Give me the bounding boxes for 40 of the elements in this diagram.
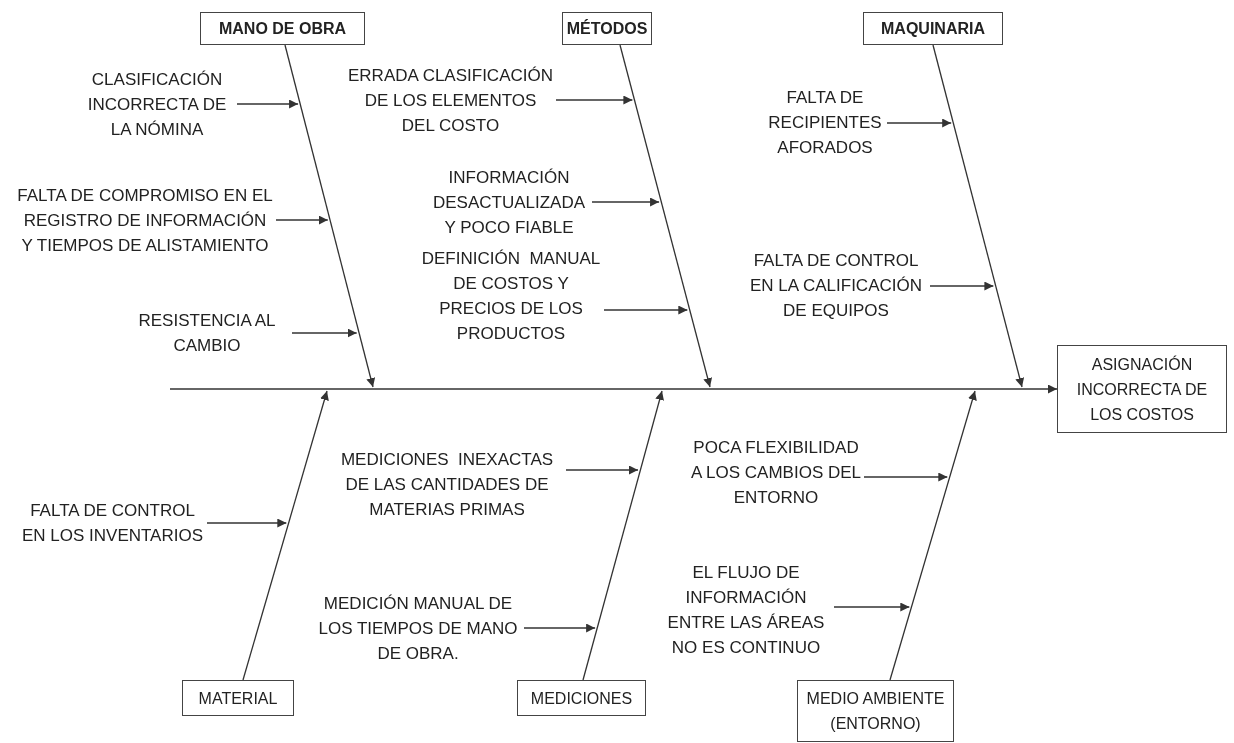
- arrow: [523, 623, 596, 633]
- arrow: [206, 518, 287, 528]
- arrow: [833, 602, 910, 612]
- category-box: MAQUINARIA: [863, 12, 1003, 45]
- arrow: [886, 118, 952, 128]
- cause-label: CLASIFICACIÓN INCORRECTA DE LA NÓMINA: [79, 67, 235, 142]
- arrow: [565, 465, 639, 475]
- cause-label: INFORMACIÓN DESACTUALIZADA Y POCO FIABLE: [428, 165, 590, 240]
- cause-label: MEDICIONES INEXACTAS DE LAS CANTIDADES DE MATERIAS PRIMAS: [330, 447, 564, 522]
- cause-label: RESISTENCIA AL CAMBIO: [124, 308, 290, 358]
- arrow: [242, 390, 329, 681]
- arrow: [619, 44, 713, 388]
- cause-label: FALTA DE CONTROL EN LA CALIFICACIÓN DE EQUIPOS: [744, 248, 928, 323]
- category-box: MANO DE OBRA: [200, 12, 365, 45]
- arrow: [582, 390, 664, 681]
- category-box: MEDICIONES: [517, 680, 646, 716]
- arrow: [603, 305, 688, 315]
- arrow: [863, 472, 948, 482]
- cause-label: EL FLUJO DE INFORMACIÓN ENTRE LAS ÁREAS NO ES CONTINUO: [660, 560, 832, 660]
- category-box: MATERIAL: [182, 680, 294, 716]
- effect-box: ASIGNACIÓN INCORRECTA DE LOS COSTOS: [1057, 345, 1227, 433]
- arrow: [591, 197, 660, 207]
- arrow: [275, 215, 329, 225]
- arrow: [236, 99, 299, 109]
- cause-label: MEDICIÓN MANUAL DE LOS TIEMPOS DE MANO DE OBRA.: [314, 591, 522, 666]
- category-box: MEDIO AMBIENTE (ENTORNO): [797, 680, 954, 742]
- arrow: [169, 384, 1058, 394]
- arrow: [284, 44, 376, 388]
- cause-label: DEFINICIÓN MANUAL DE COSTOS Y PRECIOS DE LOS PRODUCTOS: [420, 246, 602, 346]
- arrow: [291, 328, 358, 338]
- category-box: MÉTODOS: [562, 12, 652, 45]
- arrow: [555, 95, 634, 105]
- cause-label: FALTA DE CONTROL EN LOS INVENTARIOS: [20, 498, 205, 548]
- arrow: [932, 44, 1025, 388]
- cause-label: POCA FLEXIBILIDAD A LOS CAMBIOS DEL ENTORNO: [690, 435, 862, 510]
- arrow: [929, 281, 994, 291]
- arrow: [889, 390, 977, 681]
- cause-label: ERRADA CLASIFICACIÓN DE LOS ELEMENTOS DEL COSTO: [347, 63, 554, 138]
- cause-label: FALTA DE RECIPIENTES AFORADOS: [765, 85, 885, 160]
- cause-label: FALTA DE COMPROMISO EN EL REGISTRO DE INFORMACIÓN Y TIEMPOS DE ALISTAMIENTO: [16, 170, 274, 270]
